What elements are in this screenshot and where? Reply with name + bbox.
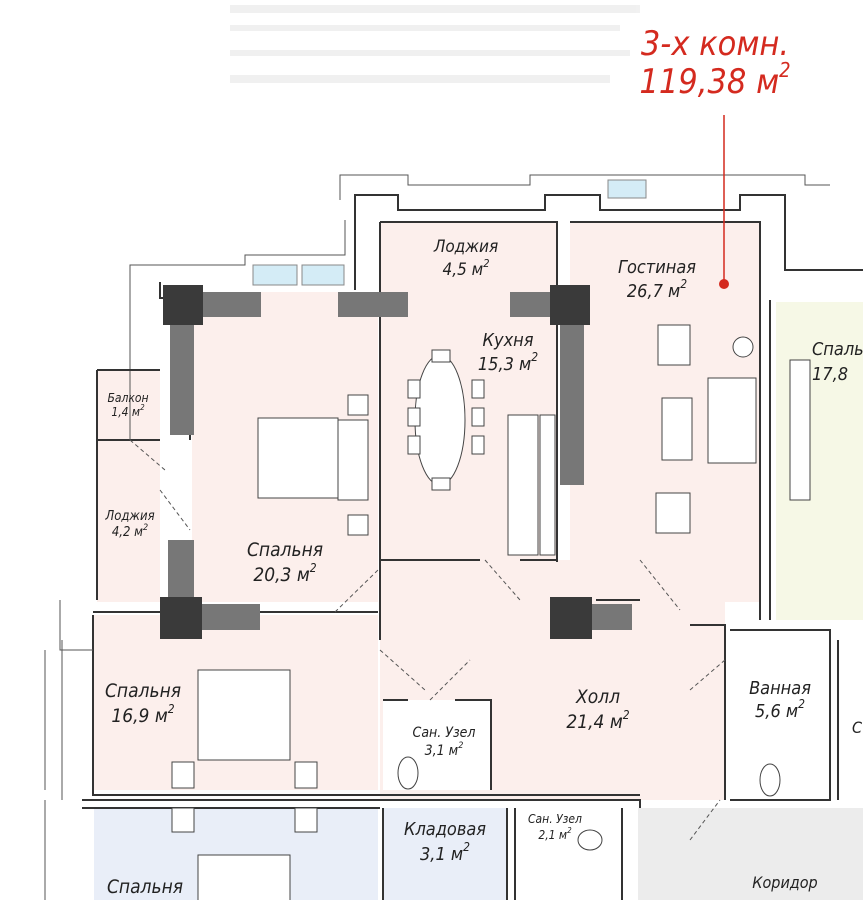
room-name: Спальня xyxy=(105,680,181,702)
room-labels: Лоджия 4,5 м2 Гостиная 26,7 м2 Кухня 15,… xyxy=(104,237,863,898)
room-name: Сан. Узел xyxy=(413,725,476,741)
room-name: Кухня xyxy=(483,330,534,351)
columns xyxy=(160,285,632,639)
room-name: Лоджия xyxy=(104,509,154,524)
room-area: 20,3 м2 xyxy=(253,561,316,586)
room-name: С xyxy=(852,718,863,737)
room-area: 21,4 м2 xyxy=(566,708,629,733)
room-area: 26,7 м2 xyxy=(627,277,687,302)
faded-background-text xyxy=(230,5,640,83)
wc2-room xyxy=(515,808,622,900)
room-area: 4,5 м2 xyxy=(442,257,489,280)
room-name: Спальня xyxy=(107,876,183,898)
room-name: Спальня xyxy=(247,539,323,561)
room-area: 15,3 м2 xyxy=(478,350,538,375)
apartment-type: 3-х комн. xyxy=(641,24,789,64)
door-swings xyxy=(129,439,726,841)
apartment-area: 119,38 м2 xyxy=(639,58,790,102)
room-area: 17,8 xyxy=(812,364,848,385)
storage-room xyxy=(383,808,507,900)
corridor-area xyxy=(638,808,863,900)
room-area: 3,1 м2 xyxy=(420,840,470,865)
room-area: 4,2 м2 xyxy=(112,523,148,540)
walls xyxy=(44,174,863,900)
room-name: Балкон xyxy=(107,391,148,405)
room-area: 2,1 м2 xyxy=(538,826,572,842)
room-area: 5,6 м2 xyxy=(755,697,805,722)
leader-dot xyxy=(719,279,729,289)
room-area: 16,9 м2 xyxy=(111,702,174,727)
room-name: Коридор xyxy=(752,873,817,892)
room-area: 1,4 м2 xyxy=(111,403,145,419)
room-area: 3,1 м2 xyxy=(425,741,464,759)
windows xyxy=(252,179,647,286)
room-name: Гостиная xyxy=(618,257,696,278)
room-name: Холл xyxy=(575,686,620,708)
room-name: Спаль xyxy=(812,339,863,360)
room-name: Кладовая xyxy=(404,819,486,840)
room-name: Лоджия xyxy=(433,237,498,257)
room-name: Ванная xyxy=(749,678,811,699)
bath-room xyxy=(730,630,830,800)
furniture xyxy=(171,324,811,900)
room-name: Сан. Узел xyxy=(528,812,582,826)
